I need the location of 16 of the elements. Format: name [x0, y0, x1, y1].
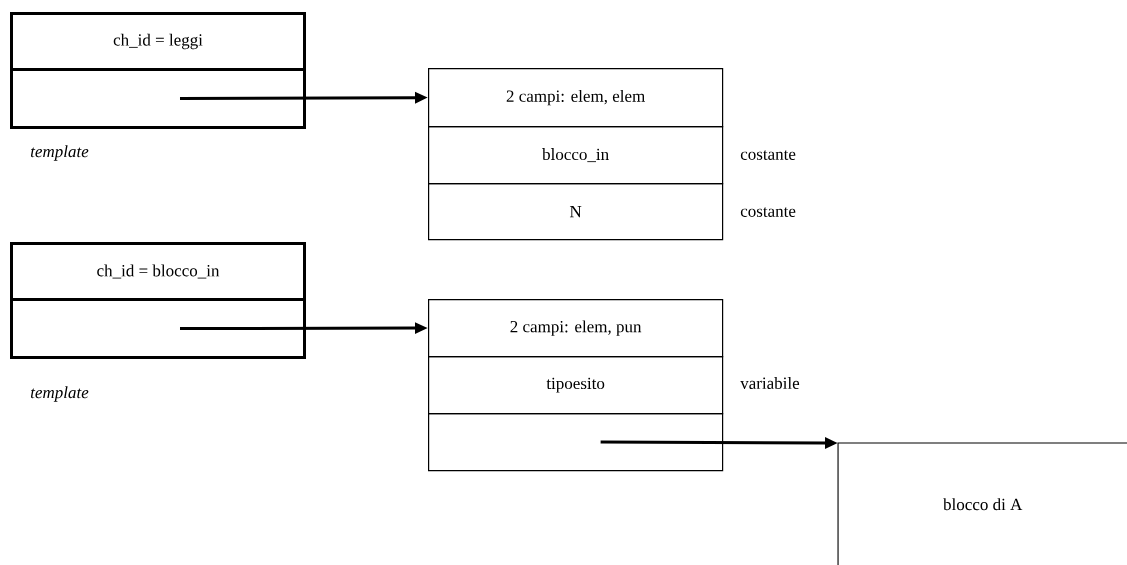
record-cell: 2 campi: elem, elem: [428, 68, 724, 128]
record-cell: blocco_in: [428, 126, 724, 185]
empty-cell: [428, 413, 724, 472]
node-label: costante: [740, 150, 796, 160]
record-cell: ch_id = leggi: [10, 12, 306, 71]
node-label: template: [30, 145, 89, 161]
record-cell: N: [428, 183, 724, 241]
record-cell: ch_id = blocco_in: [10, 242, 306, 301]
node-label: template: [30, 386, 89, 402]
record-cell: 2 campi: elem, pun: [428, 299, 724, 358]
record-cell: tipoesito: [428, 356, 724, 415]
empty-cell: [10, 298, 306, 359]
node-label: variabile: [740, 377, 800, 389]
block-outline: blocco di A: [837, 442, 1127, 565]
node-label: costante: [740, 207, 796, 217]
empty-cell: [10, 68, 306, 129]
